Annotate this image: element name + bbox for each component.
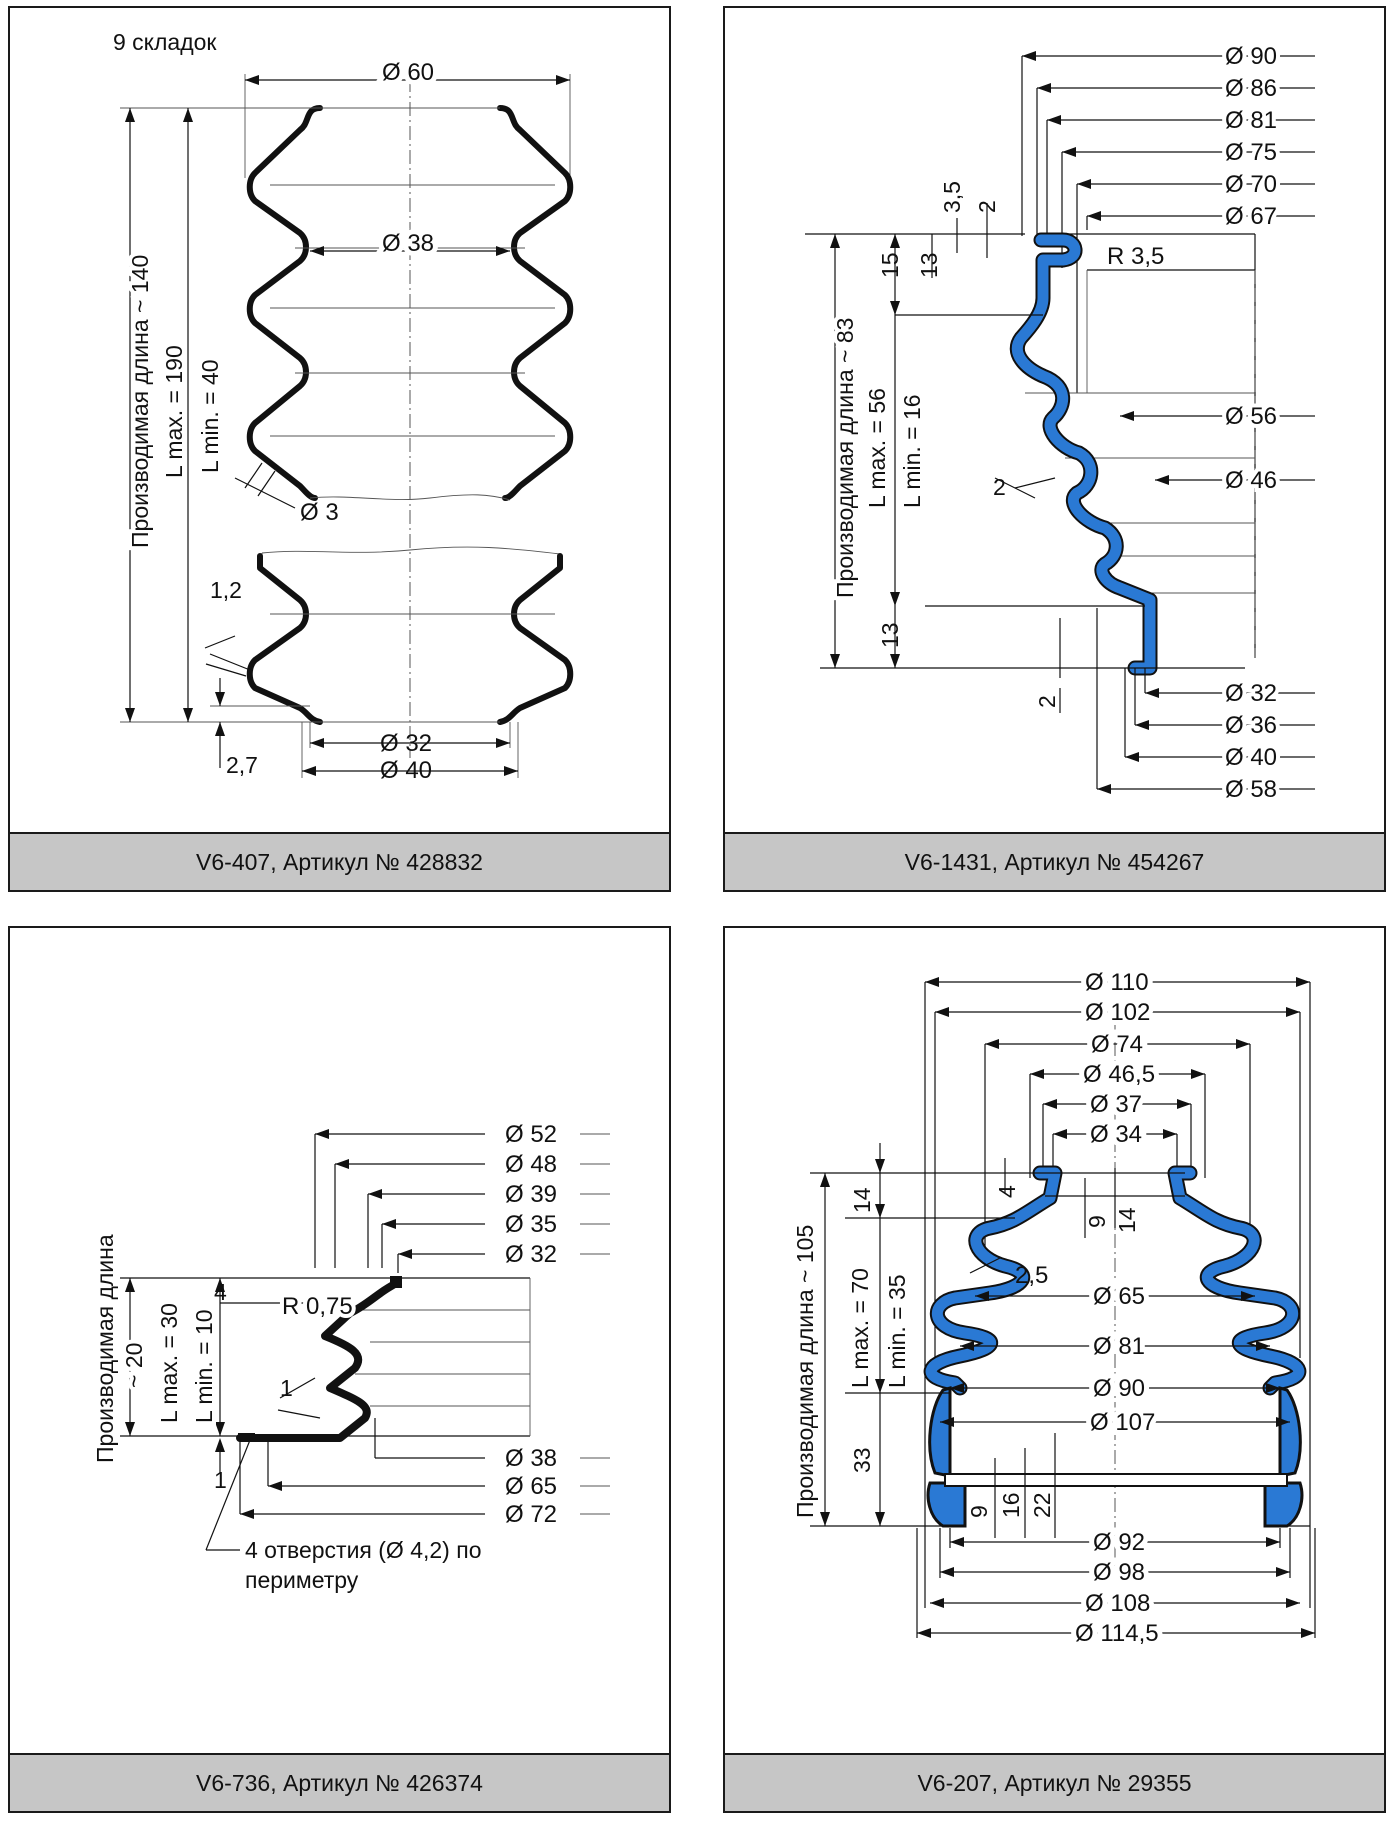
diameter-3: Ø 3	[300, 499, 339, 526]
wall-thickness-label: 1,2	[210, 577, 242, 603]
diameter-81: Ø 81	[1093, 1333, 1145, 1360]
diameter-34: Ø 34	[1090, 1121, 1142, 1148]
lmax-label: L max. = 30	[156, 1303, 182, 1423]
drawing-panel-v6-207: Ø 110 Ø 102 Ø 74 Ø 46,5 Ø 37 Ø 34 4 9 14…	[723, 926, 1386, 1813]
produced-length-label: Производимая длина	[92, 1234, 118, 1463]
diameter-38: Ø 38	[505, 1445, 557, 1472]
dim-22: 22	[1029, 1492, 1055, 1518]
panel-caption: V6-736, Артикул № 426374	[10, 1753, 669, 1811]
produced-length-value: ~ 20	[121, 1343, 147, 1388]
diameter-81: Ø 81	[1225, 107, 1277, 134]
bellows-drawing-v6-407: 9 складок Ø 60 Ø 38 Ø 3 1,2 2,7 Ø 32 Ø 4…	[113, 29, 574, 784]
diameter-108: Ø 108	[1085, 1590, 1150, 1617]
bellows-drawing-v6-736: Ø 52 Ø 48 Ø 39 Ø 35 Ø 32 R 0,75 4 1 1 Ø …	[88, 1121, 610, 1593]
diameter-39: Ø 39	[505, 1181, 557, 1208]
dim-2-5: 2,5	[1015, 1262, 1048, 1289]
diameter-38: Ø 38	[382, 230, 434, 257]
diameter-52: Ø 52	[505, 1121, 557, 1148]
drawing-panel-v6-1431: Ø 90 Ø 86 Ø 81 Ø 75 Ø 70 Ø 67 R 3,5 3,5 …	[723, 6, 1386, 892]
panel-caption: V6-207, Артикул № 29355	[725, 1753, 1384, 1811]
lmin-label: L min. = 40	[197, 359, 223, 473]
diameter-60: Ø 60	[382, 59, 434, 86]
folds-label: 9 складок	[113, 29, 217, 55]
lmin-label: L min. = 10	[191, 1309, 217, 1423]
lmax-label: L max. = 56	[864, 388, 890, 508]
diameter-36: Ø 36	[1225, 712, 1277, 739]
dim-3-5: 3,5	[939, 181, 965, 213]
diameter-35: Ø 35	[505, 1211, 557, 1238]
diameter-40: Ø 40	[1225, 744, 1277, 771]
diameter-86: Ø 86	[1225, 75, 1277, 102]
diameter-107: Ø 107	[1090, 1409, 1155, 1436]
drawing-panel-v6-407: 9 складок Ø 60 Ø 38 Ø 3 1,2 2,7 Ø 32 Ø 4…	[8, 6, 671, 892]
dim-1-wall: 1	[280, 1375, 293, 1401]
diameter-74: Ø 74	[1091, 1031, 1143, 1058]
diameter-92: Ø 92	[1093, 1529, 1145, 1556]
diameter-48: Ø 48	[505, 1151, 557, 1178]
bellows-drawing-v6-207: Ø 110 Ø 102 Ø 74 Ø 46,5 Ø 37 Ø 34 4 9 14…	[788, 964, 1316, 1652]
drawing-panel-v6-736: Ø 52 Ø 48 Ø 39 Ø 35 Ø 32 R 0,75 4 1 1 Ø …	[8, 926, 671, 1813]
dim-14-left: 14	[849, 1187, 875, 1213]
bellows-drawing-v6-1431: Ø 90 Ø 86 Ø 81 Ø 75 Ø 70 Ø 67 R 3,5 3,5 …	[805, 39, 1315, 807]
dim-13-bottom: 13	[877, 622, 903, 648]
radius-label: R 3,5	[1107, 243, 1164, 270]
dim-2-wall: 2	[993, 474, 1006, 500]
diameter-32: Ø 32	[380, 730, 432, 757]
dim-13-top: 13	[916, 252, 942, 278]
diameter-75: Ø 75	[1225, 139, 1277, 166]
diameter-58: Ø 58	[1225, 776, 1277, 803]
dim-9-bottom: 9	[966, 1505, 992, 1518]
dim-33: 33	[849, 1447, 875, 1473]
holes-note-line1: 4 отверстия (Ø 4,2) по	[245, 1537, 481, 1563]
panel-caption: V6-1431, Артикул № 454267	[725, 832, 1384, 890]
diameter-114-5: Ø 114,5	[1075, 1620, 1159, 1647]
produced-length-label: Производимая длина ~ 83	[832, 318, 858, 598]
diameter-67: Ø 67	[1225, 203, 1277, 230]
lmax-label: L max. = 70	[847, 1268, 873, 1388]
radius-label: R 0,75	[282, 1293, 353, 1320]
diameter-90: Ø 90	[1225, 43, 1277, 70]
dim-4: 4	[994, 1185, 1020, 1198]
diameter-46: Ø 46	[1225, 467, 1277, 494]
diameter-46-5: Ø 46,5	[1083, 1061, 1155, 1088]
dim-14-right: 14	[1114, 1207, 1140, 1233]
lmax-label: L max. = 190	[161, 345, 187, 478]
lmin-label: L min. = 16	[899, 394, 925, 508]
produced-length-label: Производимая длина ~ 105	[792, 1225, 818, 1518]
dim-9-top: 9	[1084, 1215, 1110, 1228]
dim-4: 4	[214, 1279, 227, 1305]
diameter-37: Ø 37	[1090, 1091, 1142, 1118]
diameter-40: Ø 40	[380, 757, 432, 784]
offset-label: 2,7	[226, 752, 258, 778]
dim-1-bottom: 1	[214, 1467, 227, 1493]
diameter-90: Ø 90	[1093, 1375, 1145, 1402]
dim-16: 16	[998, 1492, 1024, 1518]
diameter-110: Ø 110	[1085, 969, 1149, 996]
diameter-65: Ø 65	[1093, 1283, 1145, 1310]
diameter-65: Ø 65	[505, 1473, 557, 1500]
dim-2-top: 2	[974, 200, 1000, 213]
lmin-label: L min. = 35	[884, 1274, 910, 1388]
diameter-70: Ø 70	[1225, 171, 1277, 198]
dim-15: 15	[877, 252, 903, 278]
diameter-32: Ø 32	[1225, 680, 1277, 707]
diameter-102: Ø 102	[1085, 999, 1150, 1026]
diameter-32: Ø 32	[505, 1241, 557, 1268]
diameter-72: Ø 72	[505, 1501, 557, 1528]
holes-note-line2: периметру	[245, 1567, 359, 1593]
panel-caption: V6-407, Артикул № 428832	[10, 832, 669, 890]
dim-2-bottom: 2	[1034, 695, 1060, 708]
diameter-56: Ø 56	[1225, 403, 1277, 430]
diameter-98: Ø 98	[1093, 1559, 1145, 1586]
produced-length-label: Производимая длина ~ 140	[127, 255, 153, 548]
